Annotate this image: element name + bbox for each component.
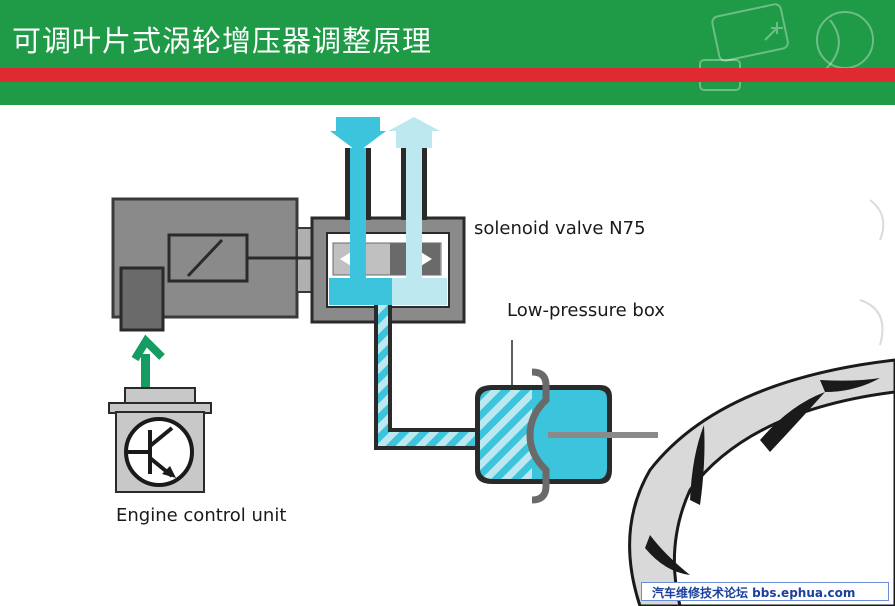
header-red-stripe [0, 68, 895, 82]
low-pressure-box [475, 340, 658, 504]
solenoid-valve-body [310, 216, 466, 324]
engine-control-unit [108, 387, 212, 493]
watermark-text: 汽车维修技术论坛 bbs.ephua.com [652, 586, 856, 600]
header-bar: 可调叶片式涡轮增压器调整原理 [0, 0, 895, 105]
turbine-vane-icon [820, 378, 880, 392]
air-in-arrow-down-icon [330, 117, 386, 152]
turbine-vane-icon [690, 425, 705, 505]
low-pressure-box-label: Low-pressure box [507, 300, 665, 321]
turbine-wheel [628, 358, 895, 606]
solenoid-valve-label: solenoid valve N75 [474, 218, 646, 239]
air-out-arrow-up-icon [388, 117, 440, 148]
page-title: 可调叶片式涡轮增压器调整原理 [12, 24, 433, 58]
turbine-vane-icon [645, 535, 690, 575]
signal-arrow-up-icon [131, 334, 165, 387]
solenoid-housing [111, 197, 316, 332]
turbine-vane-icon [760, 392, 825, 452]
engine-control-unit-label: Engine control unit [116, 505, 287, 526]
vacuum-pipe [378, 305, 480, 446]
forum-watermark: 汽车维修技术论坛 bbs.ephua.com [641, 582, 889, 601]
